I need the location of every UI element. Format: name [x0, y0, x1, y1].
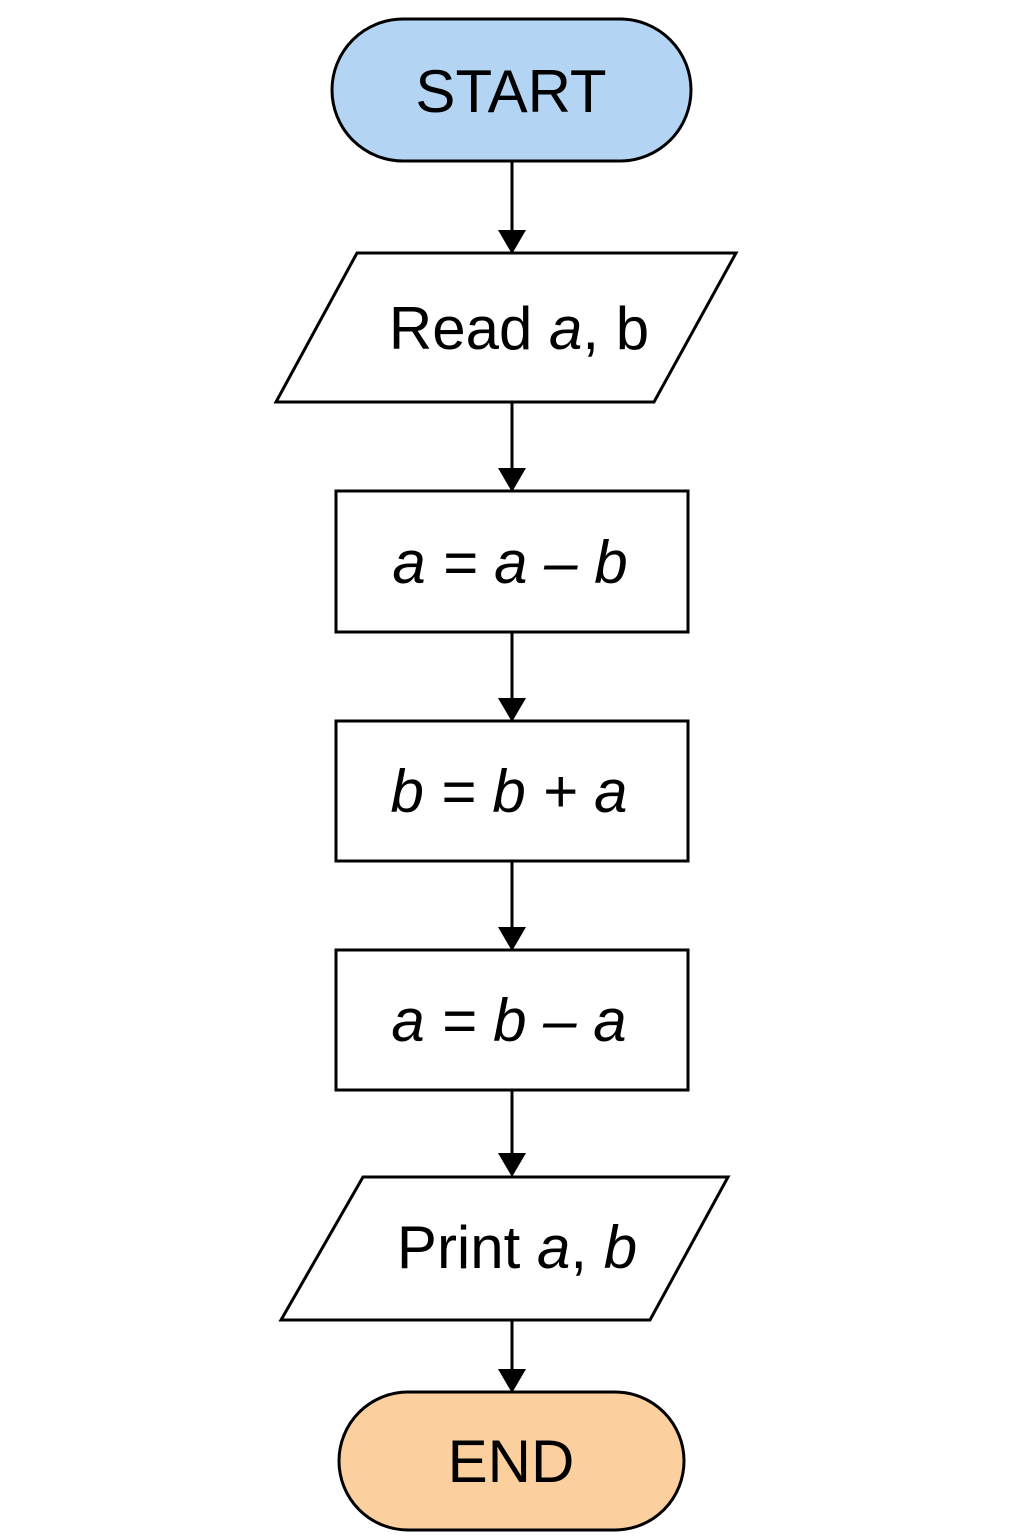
process-label-1: a = a – b: [392, 529, 627, 596]
start-label: START: [415, 58, 606, 125]
arrowhead: [498, 230, 526, 254]
end-terminal: [337, 1390, 686, 1532]
read-input-box: [273, 251, 739, 404]
arrowhead: [498, 1153, 526, 1177]
process-label-3: a = b – a: [391, 987, 626, 1054]
print-output-label: Print a, b: [397, 1214, 637, 1281]
process-label-2: b = b + a: [391, 758, 628, 825]
process-box-2: [334, 719, 690, 863]
end-label: END: [448, 1428, 575, 1495]
read-input-label: Read a, b: [389, 295, 649, 362]
print-output-box: [278, 1175, 731, 1322]
arrowhead: [498, 468, 526, 492]
process-box-3: [334, 948, 690, 1092]
arrowhead: [498, 927, 526, 951]
process-box-1: [334, 489, 690, 634]
arrowhead: [498, 698, 526, 722]
arrowhead: [498, 1369, 526, 1393]
